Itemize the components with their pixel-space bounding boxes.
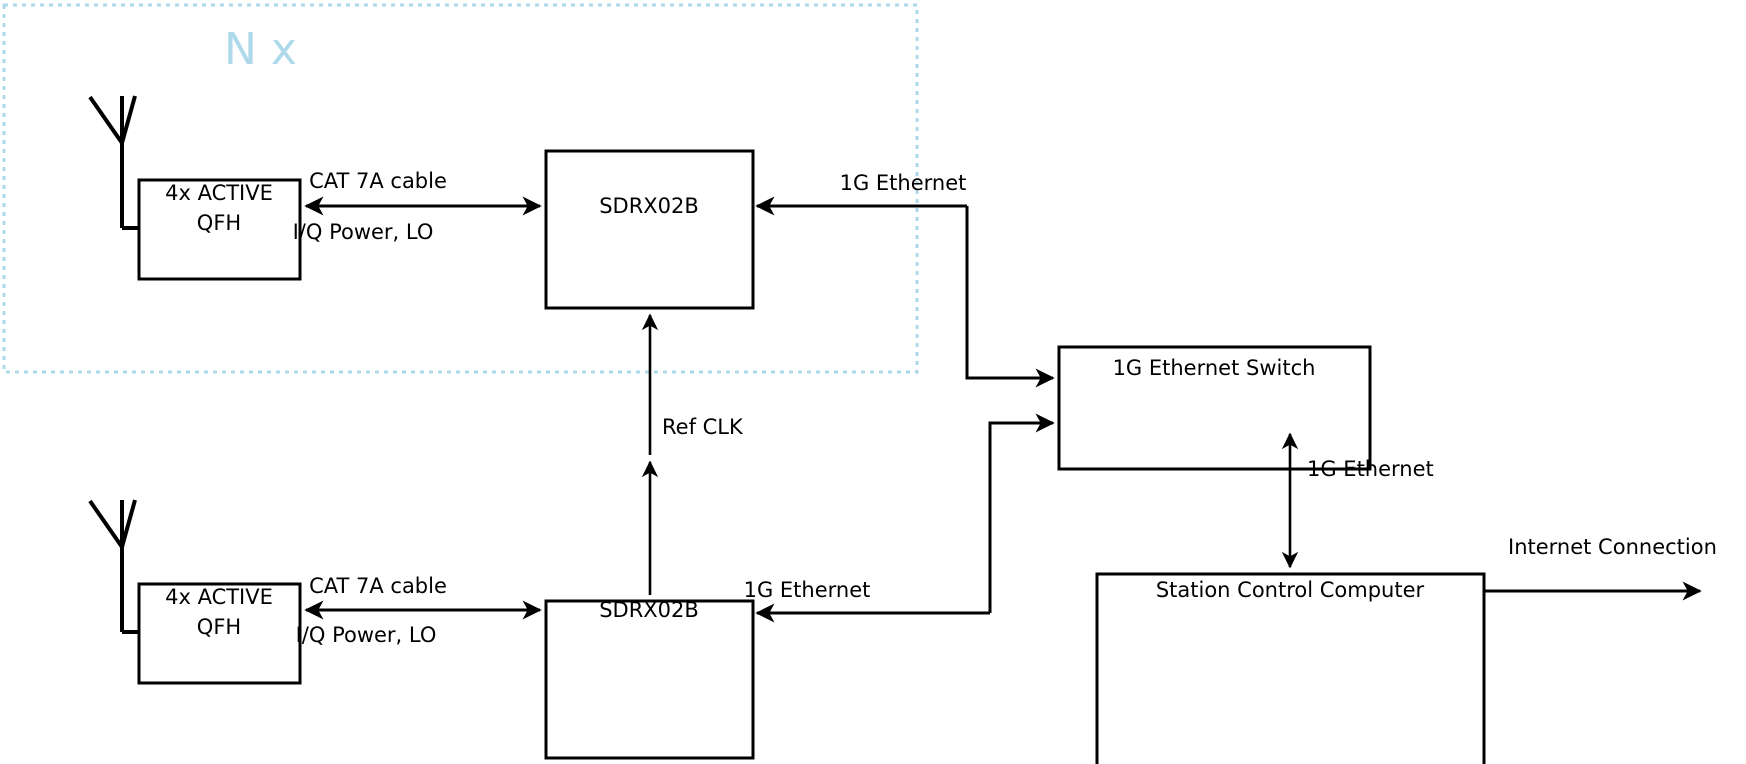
node-qfh-bottom-label-line2: QFH: [197, 615, 241, 639]
edge-label-eth-switch-computer: 1G Ethernet: [1307, 457, 1434, 481]
node-station-control-computer[interactable]: [1095, 572, 1486, 764]
repeat-group-frame: [2, 3, 919, 374]
edge-label-cat7a-bottom: CAT 7A cable: [309, 574, 447, 598]
edge-label-eth-top: 1G Ethernet: [840, 171, 967, 195]
edge-label-eth-bottom: 1G Ethernet: [744, 578, 871, 602]
repeat-group-label: N x: [224, 24, 297, 75]
node-qfh-top-label-line1: 4x ACTIVE: [165, 181, 273, 205]
edge-eth-bottom-path: [988, 421, 1050, 613]
node-sdr-top[interactable]: [544, 149, 755, 310]
node-ethernet-switch-label: 1G Ethernet Switch: [1113, 356, 1316, 380]
node-qfh-bottom[interactable]: [137, 582, 302, 685]
node-qfh-bottom-label-line1: 4x ACTIVE: [165, 585, 273, 609]
node-qfh-top[interactable]: [137, 178, 302, 281]
node-qfh-top-label-line2: QFH: [197, 211, 241, 235]
edge-eth-top-path: [965, 206, 1050, 380]
node-sdr-top-label: SDRX02B: [599, 194, 699, 218]
node-ethernet-switch[interactable]: [1057, 345, 1372, 471]
edge-label-iq-bottom: I/Q Power, LO: [296, 623, 437, 647]
edge-label-cat7a-top: CAT 7A cable: [309, 169, 447, 193]
edge-label-refclk: Ref CLK: [662, 415, 744, 439]
node-station-control-computer-label: Station Control Computer: [1156, 578, 1425, 602]
edge-label-iq-top: I/Q Power, LO: [293, 220, 434, 244]
node-sdr-bottom-label: SDRX02B: [599, 598, 699, 622]
edge-label-internet-connection: Internet Connection: [1508, 535, 1717, 559]
node-sdr-bottom[interactable]: [544, 599, 755, 760]
